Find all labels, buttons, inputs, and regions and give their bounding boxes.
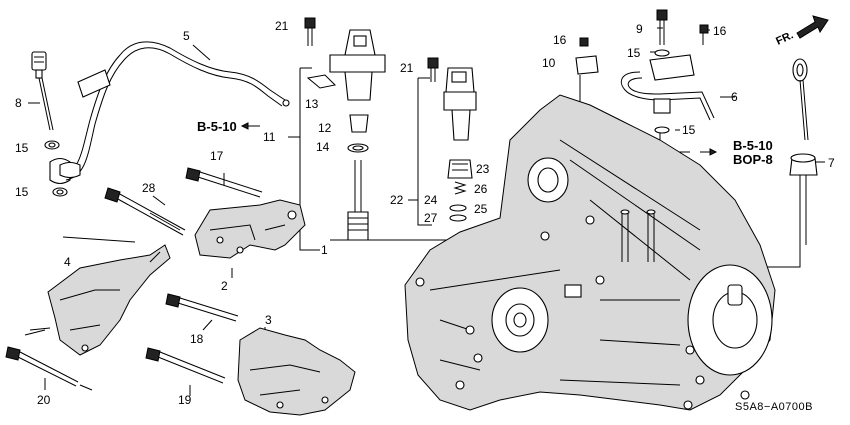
- callout-23: 23: [476, 162, 490, 176]
- bolt-18: [165, 293, 239, 322]
- reference-b-5-10-right: B-5-10: [733, 138, 773, 153]
- dipstick: [789, 58, 818, 245]
- callout-2: 2: [221, 279, 228, 293]
- cover-bracket: [24, 244, 171, 356]
- callout-4: 4: [64, 255, 71, 269]
- bolt-28: [104, 187, 186, 236]
- bracket: [194, 199, 306, 259]
- breather-pipe: [575, 9, 715, 134]
- callout-9: 9: [636, 22, 643, 36]
- callout-13: 13: [305, 97, 319, 111]
- callout-10: 10: [542, 56, 556, 70]
- callout-25: 25: [474, 202, 488, 216]
- callout-26: 26: [474, 182, 488, 196]
- callout-24: 24: [424, 193, 438, 207]
- callout-18: 18: [190, 332, 204, 346]
- callout-15-b: 15: [15, 185, 29, 199]
- callout-15-c: 15: [627, 46, 641, 60]
- callout-28: 28: [142, 181, 156, 195]
- callout-17: 17: [210, 149, 224, 163]
- reference-b-5-10-left: B-5-10: [197, 119, 237, 134]
- direction-label: FR.: [774, 29, 795, 47]
- callout-3: 3: [265, 313, 272, 327]
- callout-14: 14: [316, 140, 330, 154]
- callout-27: 27: [424, 211, 438, 225]
- callout-21-b: 21: [400, 61, 414, 75]
- front-direction-indicator: FR.: [774, 15, 829, 48]
- bolt-20: [5, 346, 93, 391]
- reference-labels: B-5-10 B-5-10 BOP-8: [197, 119, 773, 167]
- breather-tube: [59, 41, 290, 181]
- direction-arrow-icon: [796, 15, 829, 39]
- drawing-code: S5A8−A0700B: [735, 401, 813, 413]
- callout-11: 11: [263, 130, 276, 144]
- callout-6: 6: [731, 90, 738, 104]
- callout-21-a: 21: [275, 19, 289, 33]
- callout-15-a: 15: [15, 141, 29, 155]
- stay-plate: [237, 327, 356, 416]
- speed-sensor-assembly: [304, 17, 386, 241]
- callout-22: 22: [390, 193, 404, 207]
- bolt-17: [185, 167, 263, 198]
- callout-7: 7: [828, 156, 835, 170]
- transmission-case: [404, 94, 776, 411]
- reference-bop-8: BOP-8: [733, 152, 773, 167]
- callout-20: 20: [37, 393, 51, 407]
- callout-5: 5: [183, 29, 190, 43]
- callout-15-d: 15: [682, 123, 696, 137]
- callout-8: 8: [15, 96, 22, 110]
- callout-12: 12: [318, 121, 332, 135]
- speed-sensor-assembly-2: [427, 57, 477, 222]
- bolt-19: [145, 347, 226, 384]
- callout-19: 19: [178, 393, 192, 407]
- callout-1: 1: [321, 243, 328, 257]
- callout-16-a: 16: [553, 33, 567, 47]
- callout-16-b: 16: [713, 24, 727, 38]
- callout-labels: 1 2 3 4 5 6 7 8 9 10 11 12 13 14 15 15 1…: [15, 19, 835, 407]
